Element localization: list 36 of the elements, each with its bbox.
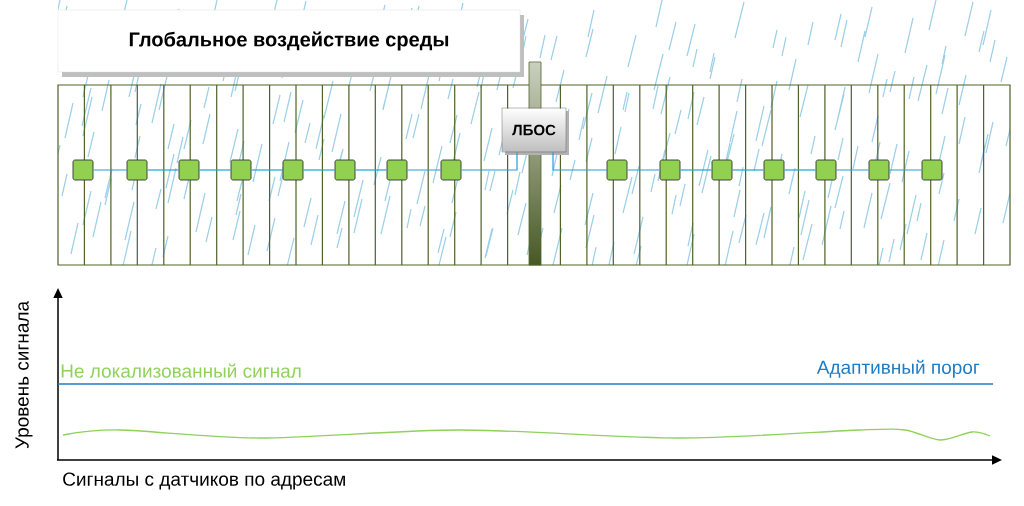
cable-line [731,169,765,171]
sensor-square [282,159,304,181]
sensor-square [230,159,252,181]
sensor-square [126,159,148,181]
sensor-square [72,159,94,181]
axis-label: Сигналы с датчиков по адресам [63,472,345,490]
sensor-square [921,159,943,181]
threshold-label: Адаптивный порог [816,359,980,378]
cable-line [888,169,923,171]
cable-line [406,169,442,171]
sensor-square [334,159,356,181]
sensor-square [659,159,681,181]
cable-line [354,169,388,171]
cable-line [146,169,180,171]
cable-line [783,169,817,171]
sensor-square [868,159,890,181]
title-box: Глобальное воздействие среды [57,9,524,77]
controller-box: ЛБОС [501,107,569,155]
cable-line [679,169,713,171]
cable-line [460,151,518,171]
cable-line [198,169,232,171]
sensor-square [178,159,200,181]
sensor-square [606,159,628,181]
sensor-square [763,159,785,181]
cable-line [250,169,284,171]
sensor-square [815,159,837,181]
axis-label: Уровень сигнала [15,300,33,449]
sensor-square [711,159,733,181]
sensor-square [440,159,462,181]
cable-line [92,169,128,171]
signal-label: Не локализованный сигнал [61,363,301,378]
cable-line [552,151,608,171]
sensor-square [386,159,408,181]
cable-line [835,169,870,171]
cable-line [626,169,661,171]
cable-line [302,169,336,171]
